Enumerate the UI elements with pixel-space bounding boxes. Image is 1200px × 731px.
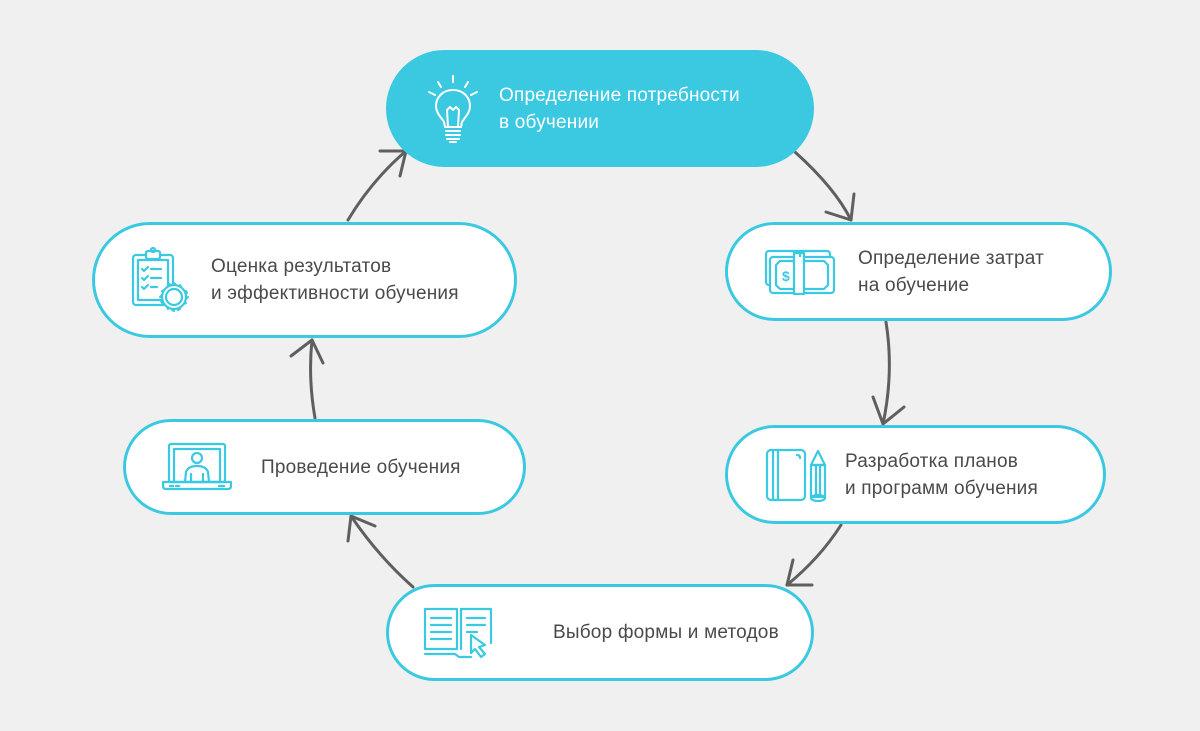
- svg-text:$: $: [782, 268, 790, 284]
- step-label-line: и программ обучения: [845, 477, 1038, 499]
- step-method-selection: Выбор формы и методов: [386, 584, 814, 681]
- arrow-eval-to-need: [346, 149, 408, 222]
- step-plan-development: Разработка планов и программ обучения: [725, 425, 1106, 524]
- arrow-method-to-conduct: [346, 514, 415, 589]
- arrow-cost-to-plan: [871, 320, 906, 426]
- step-label: Проведение обучения: [261, 454, 461, 481]
- step-label-line: Проведение обучения: [261, 456, 461, 478]
- step-label-line: Определение затрат: [858, 247, 1044, 269]
- notebook-pencil-icon: [765, 447, 827, 503]
- book-cursor-icon: [423, 607, 495, 659]
- step-label: Разработка планов и программ обучения: [845, 448, 1038, 502]
- step-label-line: Выбор формы и методов: [553, 622, 779, 643]
- laptop-person-icon: [161, 442, 233, 492]
- step-cost-estimation: $ Определение затрат на обучение: [725, 222, 1112, 321]
- step-label-line: на обучение: [858, 274, 970, 296]
- lightbulb-icon: [425, 74, 481, 144]
- step-label-line: Определение потребности: [499, 84, 740, 106]
- step-conduct-training: Проведение обучения: [123, 419, 526, 515]
- step-label: Выбор формы и методов: [553, 619, 779, 646]
- step-label: Определение затрат на обучение: [858, 245, 1044, 299]
- arrow-plan-to-method: [785, 523, 843, 587]
- step-label-line: Разработка планов: [845, 450, 1019, 472]
- arrow-conduct-to-eval: [289, 338, 325, 420]
- clipboard-gear-icon: [131, 247, 191, 313]
- step-label-line: в обучении: [499, 111, 600, 133]
- step-label-line: Оценка результатов: [211, 256, 392, 277]
- arrow-need-to-cost: [793, 150, 856, 222]
- step-evaluation: Оценка результатов и эффективности обуче…: [92, 222, 517, 338]
- step-label: Оценка результатов и эффективности обуче…: [211, 253, 459, 307]
- step-need-assessment: Определение потребности в обучении: [386, 50, 814, 167]
- step-label: Определение потребности в обучении: [499, 82, 740, 136]
- money-icon: $: [764, 249, 836, 295]
- step-label-line: и эффективности обучения: [211, 283, 459, 304]
